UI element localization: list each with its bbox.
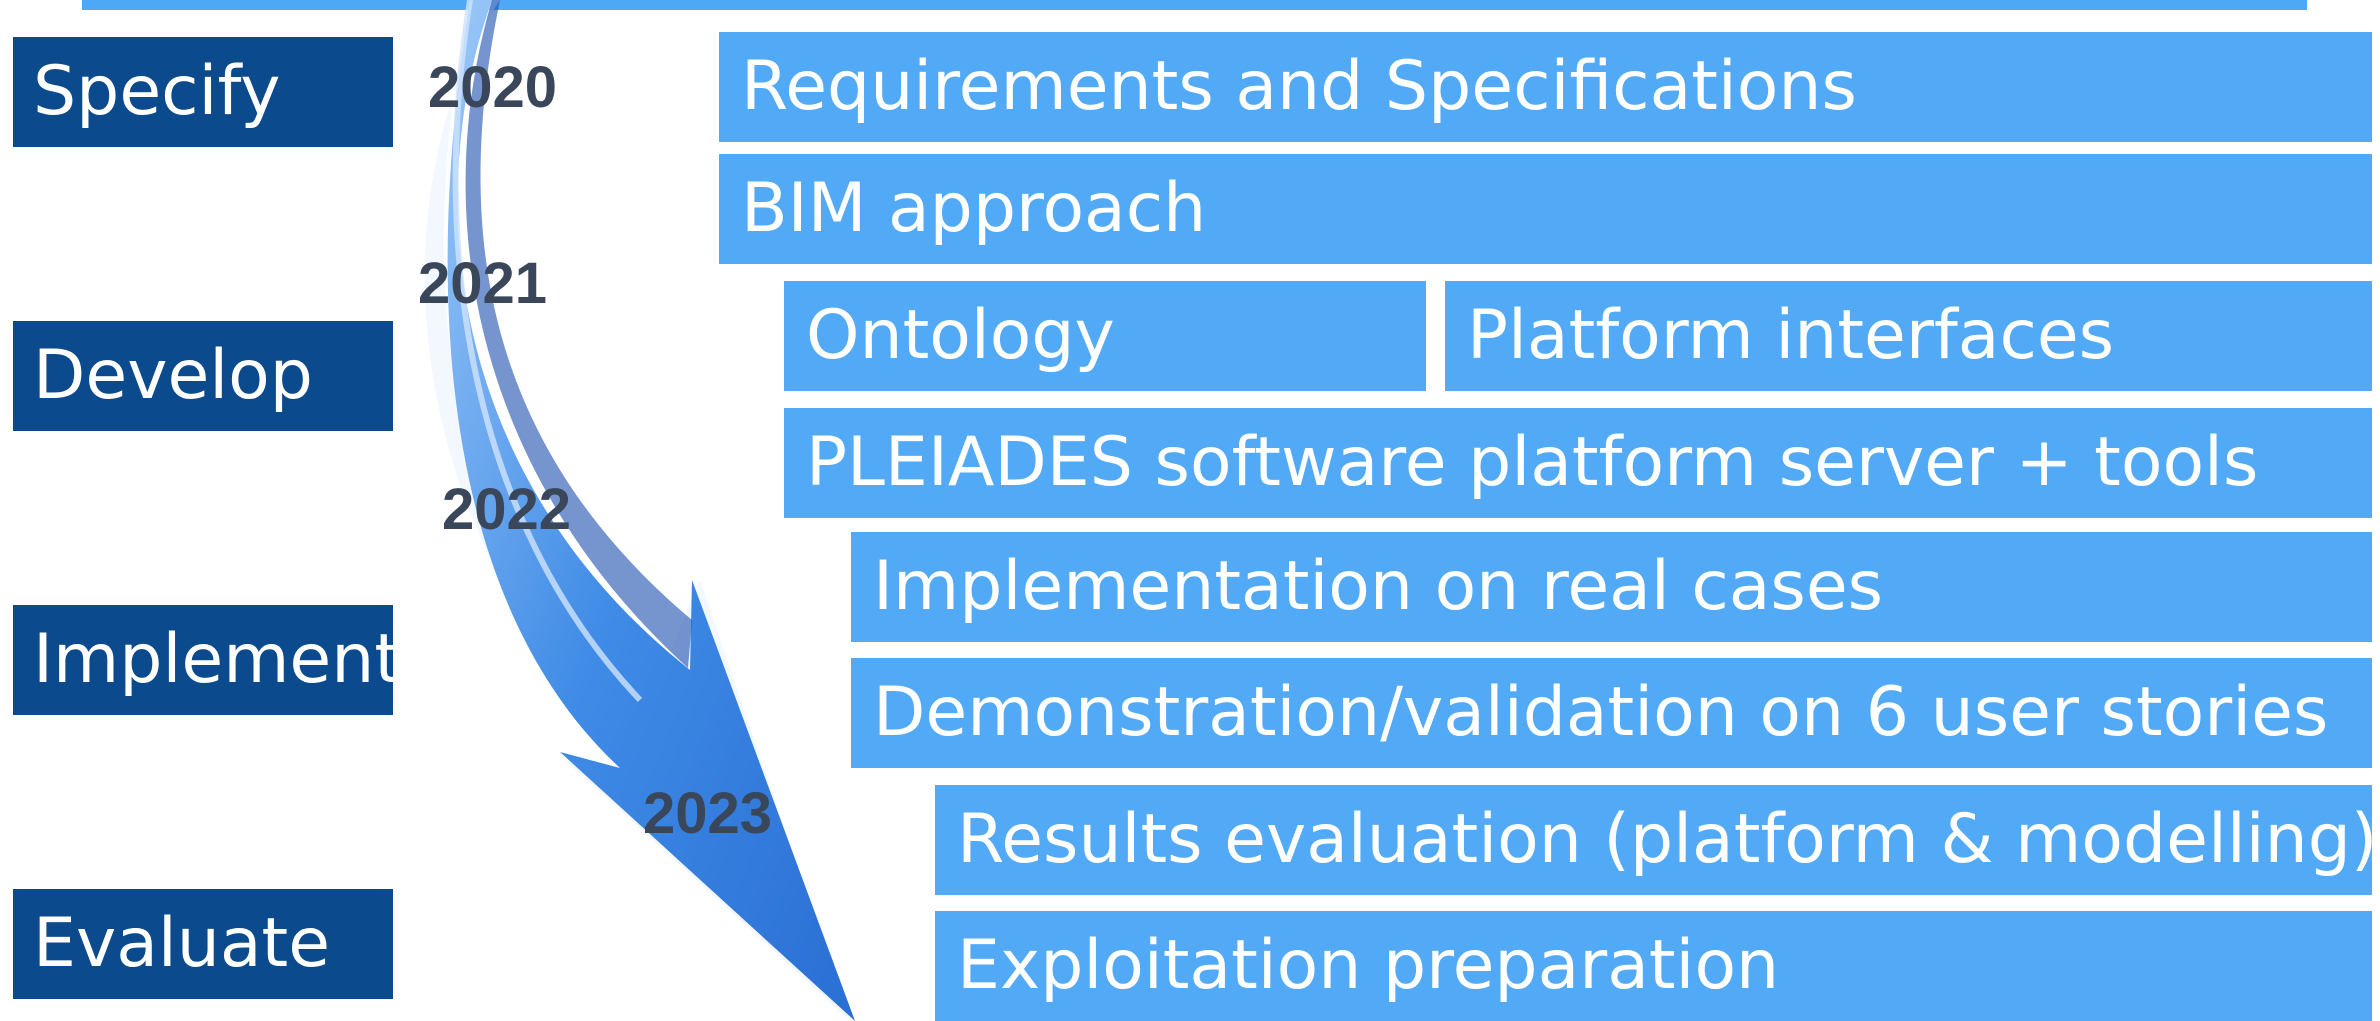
- year-label: 2021: [418, 251, 548, 316]
- task-implementation: Implementation on real cases: [851, 532, 2372, 642]
- task-exploitation: Exploitation preparation: [935, 911, 2372, 1021]
- task-platform-interfaces: Platform interfaces: [1445, 281, 2372, 391]
- task-requirements: Requirements and Specifications: [719, 32, 2372, 142]
- task-demonstration: Demonstration/validation on 6 user stori…: [851, 658, 2372, 768]
- phase-develop: Develop: [13, 321, 393, 431]
- phase-specify: Specify: [13, 37, 393, 147]
- phase-implement: Implement: [13, 605, 401, 715]
- task-ontology: Ontology: [784, 281, 1426, 391]
- year-label: 2022: [442, 477, 572, 542]
- task-results-evaluation: Results evaluation (platform & modelling…: [935, 785, 2372, 895]
- task-pleiades-platform: PLEIADES software platform server + tool…: [784, 408, 2372, 518]
- top-rule: [82, 0, 2307, 10]
- year-label: 2020: [428, 55, 558, 120]
- task-bim-approach: BIM approach: [719, 154, 2372, 264]
- phase-evaluate: Evaluate: [13, 889, 393, 999]
- year-label: 2023: [643, 781, 773, 846]
